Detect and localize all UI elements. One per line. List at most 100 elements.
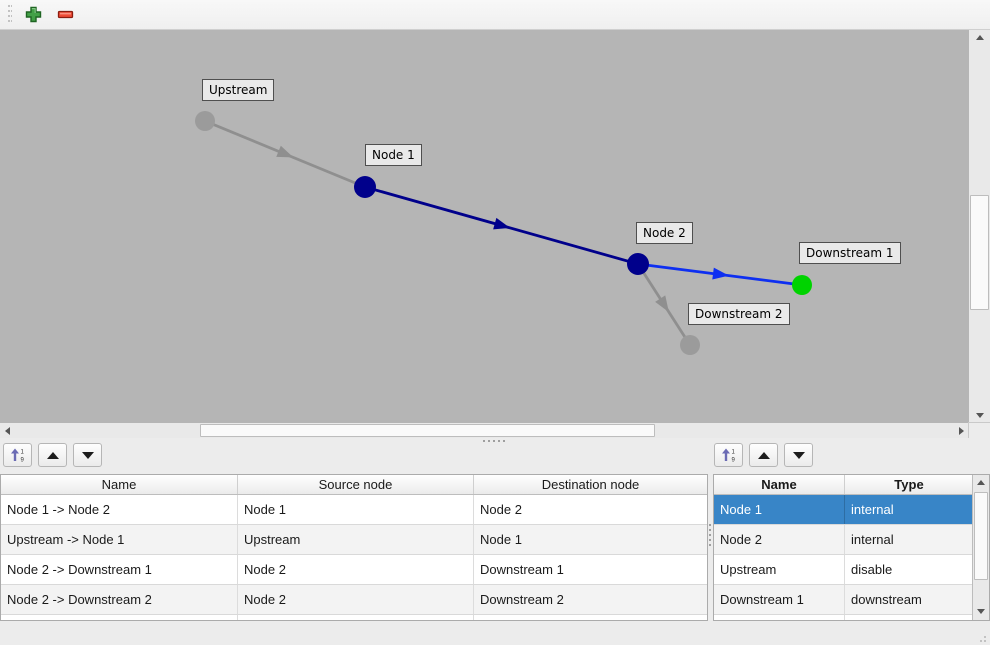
table-cell[interactable]: Downstream 1 — [714, 585, 845, 614]
triangle-down-icon — [977, 609, 985, 614]
edge-arrow-icon — [493, 217, 511, 230]
table-cell[interactable]: Node 2 — [714, 525, 845, 554]
node-table-row[interactable]: Upstream disable — [714, 555, 989, 585]
triangle-right-icon — [958, 426, 964, 435]
table-cell[interactable]: Node 2 -> Downstream 2 — [1, 585, 238, 614]
column-header-type[interactable]: Type — [894, 477, 924, 492]
canvas-horizontal-scrollbar[interactable] — [0, 422, 968, 438]
horizontal-scroll-thumb[interactable] — [200, 424, 655, 437]
move-up-button[interactable] — [38, 443, 67, 467]
table-cell[interactable]: Node 2 -> Downstream 1 — [1, 555, 238, 584]
node-table-row[interactable]: Downstream 1 downstream — [714, 585, 989, 615]
scroll-right-button[interactable] — [954, 423, 968, 438]
table-cell — [238, 615, 474, 620]
vertical-splitter[interactable] — [708, 444, 713, 620]
table-cell[interactable]: Node 2 — [238, 555, 474, 584]
move-up-button[interactable] — [749, 443, 778, 467]
scroll-left-button[interactable] — [0, 423, 14, 438]
triangle-up-icon — [46, 451, 59, 459]
node-label[interactable]: Upstream — [202, 79, 275, 101]
table-cell[interactable]: downstream — [851, 592, 922, 607]
status-bar — [0, 621, 990, 645]
table-cell — [1, 615, 238, 620]
triangle-down-icon — [792, 451, 805, 459]
table-cell[interactable]: disable — [851, 562, 893, 577]
add-button[interactable] — [20, 3, 46, 27]
node-table-row[interactable]: Node 2 internal — [714, 525, 989, 555]
table-cell[interactable]: Node 1 — [480, 532, 522, 547]
table-cell[interactable]: internal — [851, 532, 894, 547]
table-cell[interactable]: Upstream — [238, 525, 474, 554]
table-cell[interactable]: Node 2 — [238, 585, 474, 614]
scroll-up-button[interactable] — [973, 475, 989, 490]
node-table-scrollbar[interactable] — [972, 475, 989, 620]
move-down-button[interactable] — [784, 443, 813, 467]
graph-node[interactable] — [792, 275, 812, 295]
graph-node[interactable] — [627, 253, 649, 275]
table-cell[interactable]: Node 1 — [714, 495, 845, 524]
edge-arrow-icon — [655, 295, 669, 313]
table-cell[interactable]: internal — [851, 502, 894, 517]
node-label[interactable]: Downstream 2 — [688, 303, 790, 325]
node-label[interactable]: Node 2 — [636, 222, 693, 244]
scroll-up-button[interactable] — [969, 30, 990, 44]
graph-node[interactable] — [195, 111, 215, 131]
table-cell[interactable]: Upstream — [714, 555, 845, 584]
column-header-source-node[interactable]: Source node — [238, 475, 474, 494]
vertical-scroll-thumb[interactable] — [970, 195, 989, 310]
node-table-row[interactable]: Node 1 internal — [714, 495, 989, 525]
svg-text:1: 1 — [731, 450, 735, 456]
splitter-handle-icon — [483, 440, 507, 442]
column-header-name[interactable]: Name — [714, 475, 845, 494]
column-header-name[interactable]: Name — [1, 475, 238, 494]
main-toolbar — [0, 0, 990, 30]
table-header: Name Type — [714, 475, 989, 495]
move-down-button[interactable] — [73, 443, 102, 467]
window-resize-grip[interactable] — [976, 632, 986, 642]
triangle-left-icon — [4, 426, 10, 435]
svg-text:1: 1 — [20, 450, 24, 456]
triangle-down-icon — [975, 412, 984, 418]
remove-button[interactable] — [52, 3, 78, 27]
node-label[interactable]: Downstream 1 — [799, 242, 901, 264]
minus-icon — [57, 10, 73, 19]
canvas-vertical-scrollbar[interactable] — [968, 30, 990, 422]
table-cell[interactable]: Upstream -> Node 1 — [1, 525, 238, 554]
graph — [195, 111, 812, 355]
node-label[interactable]: Node 1 — [365, 144, 422, 166]
toolbar-grip-handle[interactable] — [8, 4, 12, 25]
plus-icon — [25, 6, 41, 23]
table-cell — [714, 615, 845, 620]
graph-node[interactable] — [680, 335, 700, 355]
triangle-up-icon — [757, 451, 770, 459]
table-cell[interactable]: Node 1 -> Node 2 — [1, 495, 238, 524]
scroll-down-button[interactable] — [969, 408, 990, 422]
table-scroll-thumb[interactable] — [974, 492, 988, 580]
triangle-up-icon — [975, 34, 984, 40]
table-cell[interactable]: Downstream 2 — [480, 592, 564, 607]
scroll-down-button[interactable] — [973, 604, 989, 619]
edge-arrow-icon — [276, 145, 294, 158]
table-cell[interactable]: Downstream 1 — [480, 562, 564, 577]
horizontal-splitter[interactable] — [0, 438, 990, 444]
graph-node[interactable] — [354, 176, 376, 198]
table-cell[interactable]: Node 2 — [480, 502, 522, 517]
empty-table-row — [714, 615, 989, 620]
edge-arrow-icon — [712, 267, 729, 280]
sort-ascending-icon: 19 — [721, 448, 735, 463]
column-header-destination-node[interactable]: Destination node — [541, 477, 640, 492]
splitter-handle-icon — [709, 524, 711, 548]
table-cell[interactable]: Node 1 — [238, 495, 474, 524]
